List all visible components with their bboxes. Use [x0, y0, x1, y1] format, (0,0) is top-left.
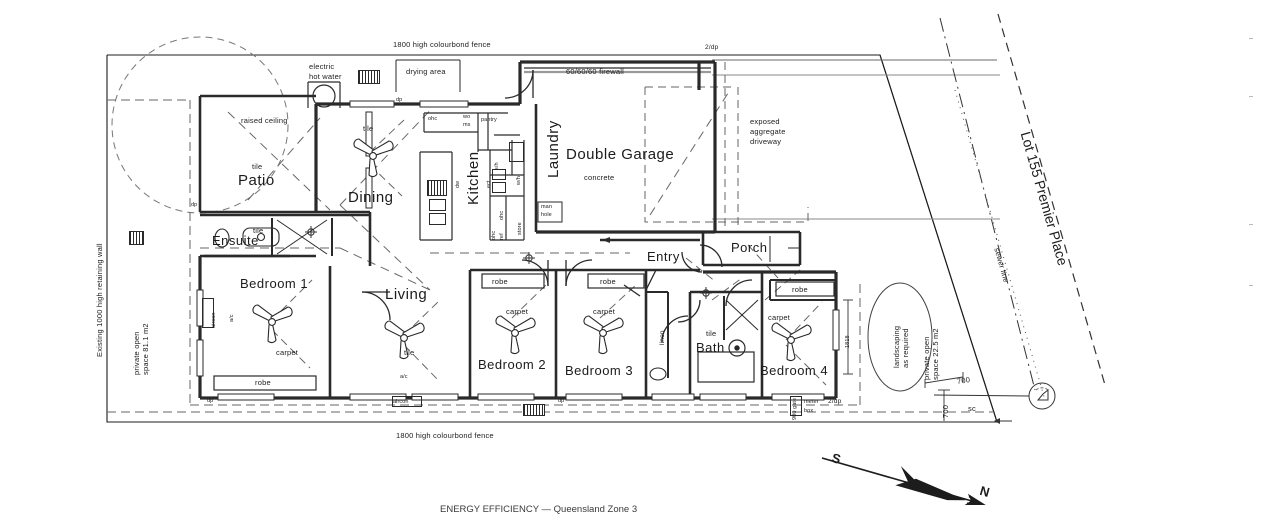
floor-finish-bath: tile	[706, 329, 717, 338]
floor-finish-bedroom3: carpet	[593, 307, 616, 316]
room-label-bedroom-4: Bedroom 4	[760, 363, 829, 378]
sink-symbol-upper	[429, 199, 446, 211]
two-dp-label-bottom: 2/dp	[828, 398, 842, 405]
page-edge-mark-4	[1249, 285, 1253, 286]
manhole-label-line1: man	[541, 204, 552, 210]
dp-label-bl: dp	[207, 398, 214, 404]
fence-label-bottom: 1800 high colourbond fence	[396, 431, 494, 440]
raised-ceiling-label: raised ceiling	[241, 116, 288, 125]
room-label-double-garage: Double Garage	[566, 146, 675, 163]
pantry-label: pantry	[481, 117, 497, 123]
electric-hot-water-label-line2: hot water	[309, 72, 342, 81]
grille-symbol-left	[129, 231, 144, 245]
dp-label-patio: dp	[191, 202, 198, 208]
drying-area-label: drying area	[406, 67, 446, 76]
floor-finish-bedroom2: carpet	[506, 307, 529, 316]
ac-label-bottom: a/c	[400, 374, 408, 380]
robe-label-bedroom3: robe	[600, 277, 616, 286]
room-label-ensuite: Ensuite	[212, 233, 259, 248]
sc-label: sc	[968, 404, 976, 413]
meter-box-label-line1: meter	[804, 399, 819, 405]
robe-label-bedroom1: robe	[255, 378, 271, 387]
fence-label-top: 1800 high colourbond fence	[393, 40, 491, 49]
ohc-label-kitchen: ohc	[428, 116, 438, 122]
room-label-patio: Patio	[238, 172, 275, 189]
room-label-bedroom-3: Bedroom 3	[565, 363, 634, 378]
electric-hot-water-label-line1: electric	[309, 62, 335, 71]
two-dp-label-top: 2/dp	[705, 44, 719, 51]
laundry-tub	[509, 142, 524, 162]
robe-label-bedroom4: robe	[792, 285, 808, 294]
floor-finish-dining: tile	[363, 124, 374, 133]
meter-box	[790, 396, 802, 416]
room-label-living: Living	[385, 286, 428, 303]
robe-label-bedroom2: robe	[492, 277, 508, 286]
ms-label: ms	[463, 122, 471, 128]
page-edge-mark-1	[1249, 38, 1253, 39]
sink-symbol-lower	[429, 213, 446, 225]
page-edge-mark-2	[1249, 96, 1253, 97]
page-edge-mark-3	[1249, 224, 1253, 225]
meter-box-label-line2: box	[804, 408, 814, 414]
room-label-bath: Bath	[696, 340, 725, 355]
driveway-label-line1: exposed	[750, 117, 780, 126]
room-label-dining: Dining	[348, 189, 394, 206]
room-label-entry: Entry	[647, 249, 680, 264]
floor-finish-living: tile	[404, 348, 415, 357]
floor-finish-bedroom1: carpet	[276, 348, 299, 357]
cooktop-symbol	[427, 180, 447, 196]
firewall-label: 60/60/60 firewall	[566, 67, 625, 76]
aircon-unit-left	[202, 298, 214, 328]
energy-efficiency-note: ENERGY EFFICIENCY — Queensland Zone 3	[440, 504, 638, 515]
room-label-porch: Porch	[731, 240, 768, 255]
floor-finish-bedroom4: carpet	[768, 313, 791, 322]
wo-label: wo	[463, 114, 471, 120]
grille-symbol-bottom	[523, 404, 545, 416]
floor-finish-garage: concrete	[584, 173, 615, 182]
room-label-bedroom-1: Bedroom 1	[240, 276, 309, 291]
dp-label-bottom: dp	[558, 398, 565, 404]
driveway-label-line2: aggregate	[750, 127, 786, 136]
driveway-label-line3: driveway	[750, 137, 782, 146]
aircon-label-bottom: aircon	[393, 399, 409, 405]
laundry-appliance-2	[492, 182, 506, 193]
manhole-label-line2: hole	[541, 212, 552, 218]
grille-symbol-top	[358, 70, 380, 84]
room-label-bedroom-2: Bedroom 2	[478, 357, 547, 372]
dp-label-top: dp	[396, 97, 403, 103]
aircon-unit-bottom	[392, 396, 422, 407]
floor-finish-patio: tile	[252, 162, 263, 171]
floor-finish-ensuite: tile	[253, 226, 264, 235]
laundry-appliance-1	[492, 169, 506, 180]
